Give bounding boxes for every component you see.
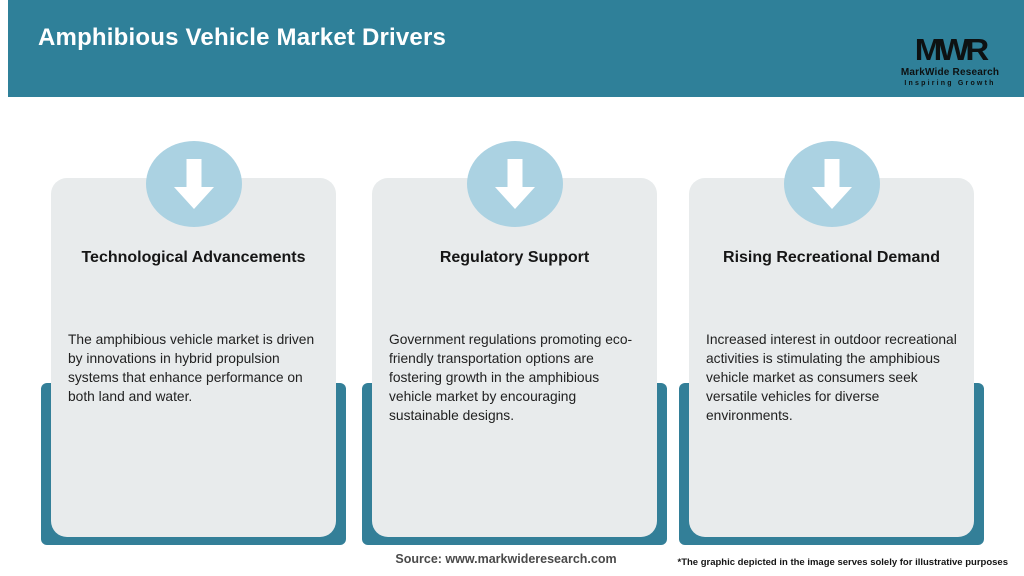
card-title: Regulatory Support (439, 249, 590, 266)
down-arrow-icon (491, 155, 539, 213)
card-description: The amphibious vehicle market is driven … (68, 332, 315, 404)
header-bar: Amphibious Vehicle Market Drivers MWR Ma… (8, 0, 1024, 97)
down-arrow-circle (783, 141, 880, 227)
card-description: Government regulations promoting eco-fri… (389, 332, 633, 423)
page-title: Amphibious Vehicle Market Drivers (38, 24, 447, 51)
card-title: Rising Recreational Demand (723, 249, 940, 266)
logo-acronym: MWR (914, 32, 989, 67)
driver-card-rising-recreational-demand: Rising Recreational Demand Increased int… (679, 141, 984, 545)
source-text: Source: www.markwideresearch.com (395, 552, 617, 566)
card-title: Technological Advancements (81, 249, 306, 266)
down-arrow-icon (170, 155, 218, 213)
card (689, 178, 974, 537)
logo-name: MarkWide Research (900, 67, 1000, 78)
logo-tagline: Inspiring Growth (904, 80, 996, 87)
card (372, 178, 657, 537)
card (51, 178, 336, 537)
markwide-research-logo: MWR MarkWide Research Inspiring Growth (894, 33, 1006, 87)
down-arrow-circle (466, 141, 563, 227)
driver-card-technological-advancements: Technological Advancements The amphibiou… (41, 141, 346, 545)
card-description: Increased interest in outdoor recreation… (706, 332, 957, 423)
down-arrow-circle (145, 141, 242, 227)
disclaimer-text: *The graphic depicted in the image serve… (677, 557, 1009, 568)
down-arrow-icon (808, 155, 856, 213)
driver-card-regulatory-support: Regulatory Support Government regulation… (362, 141, 667, 545)
